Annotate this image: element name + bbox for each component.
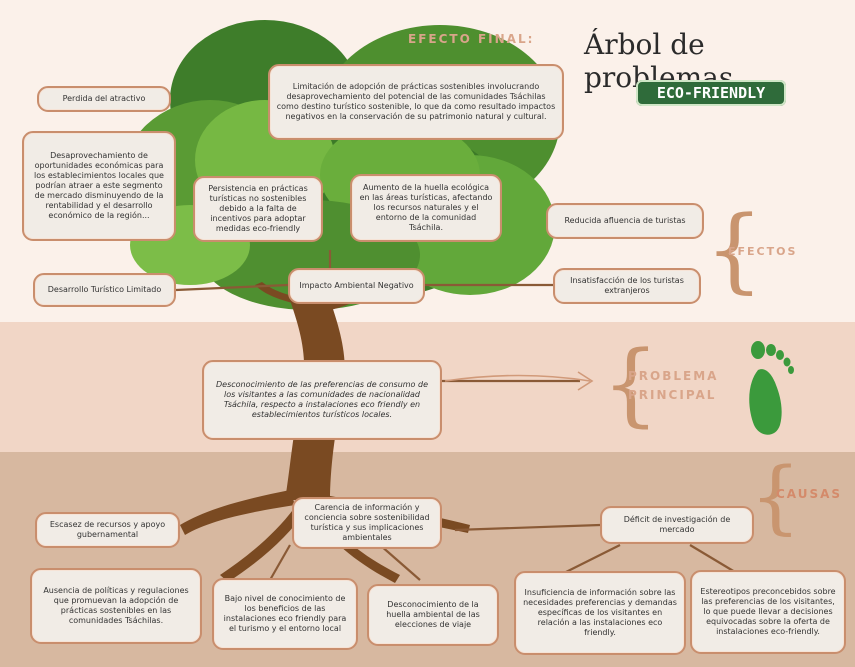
problem-brace: { <box>602 332 660 437</box>
effect-desaprovechamiento: Desaprovechamiento de oportunidades econ… <box>22 131 176 241</box>
effect-impacto-ambiental: Impacto Ambiental Negativo <box>288 268 425 304</box>
effects-label: EFECTOS <box>728 245 798 258</box>
cause-ausencia: Ausencia de políticas y regulaciones que… <box>30 568 202 644</box>
effects-brace: { <box>705 196 764 303</box>
footprint-icon <box>749 341 794 435</box>
main-problem-box: Desconocimiento de las preferencias de c… <box>202 360 442 440</box>
cause-escasez: Escasez de recursos y apoyo gubernamenta… <box>35 512 180 548</box>
cause-carencia: Carencia de información y conciencia sob… <box>292 497 442 549</box>
causes-label: CAUSAS <box>776 487 843 501</box>
effect-reducida-afluencia: Reducida afluencia de turistas <box>546 203 704 239</box>
effect-insatisfaccion: Insatisfacción de los turistas extranjer… <box>553 268 701 304</box>
effect-desarrollo-limitado: Desarrollo Turístico Limitado <box>33 273 176 307</box>
effect-perdida-atractivo: Perdida del atractivo <box>37 86 171 112</box>
eco-friendly-badge: ECO-FRIENDLY <box>636 80 786 106</box>
problem-label-line1: PROBLEMA <box>628 369 719 383</box>
cause-desconocimiento-huella: Desconocimiento de la huella ambiental d… <box>367 584 499 646</box>
cause-estereotipos: Estereotipos preconcebidos sobre las pre… <box>690 570 846 654</box>
final-effect-box: Limitación de adopción de prácticas sost… <box>268 64 564 140</box>
effect-persistencia: Persistencia en prácticas turísticas no … <box>193 176 323 242</box>
problem-label-line2: PRINCIPAL <box>628 388 717 402</box>
causes-brace: { <box>750 450 801 543</box>
cause-insuficiencia: Insuficiencia de información sobre las n… <box>514 571 686 655</box>
cause-deficit: Déficit de investigación de mercado <box>600 506 754 544</box>
effect-final-label: EFECTO FINAL: <box>408 32 535 46</box>
effect-huella-ecologica: Aumento de la huella ecológica en las ár… <box>350 174 502 242</box>
arrow-to-problem <box>444 371 594 391</box>
cause-bajo-nivel: Bajo nivel de conocimiento de los benefi… <box>212 578 358 650</box>
